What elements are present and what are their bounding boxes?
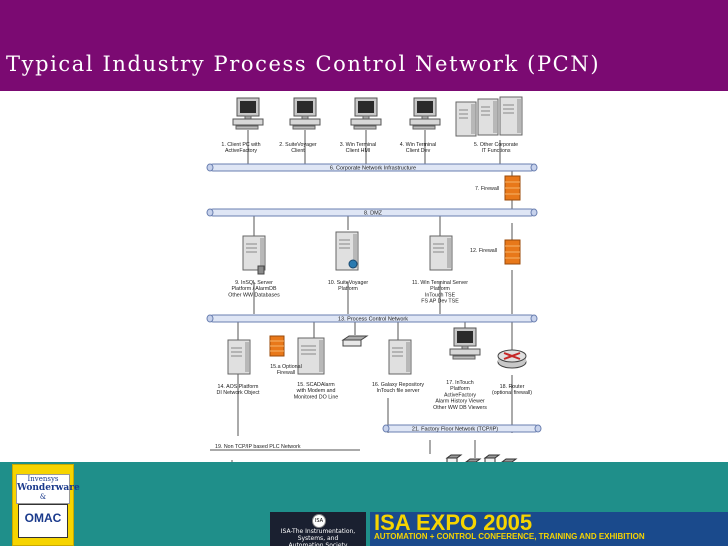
label-n18: (optional firewall): [492, 390, 532, 396]
label-n9: Other WW Databases: [228, 292, 280, 298]
label-n2: Client: [291, 148, 305, 154]
keyboard-icon: [452, 355, 476, 360]
server-side: [260, 238, 264, 268]
screen: [358, 101, 374, 113]
plc-top: [465, 458, 482, 462]
bus-end-cap: [206, 208, 214, 217]
bus-end-cap: [530, 163, 538, 172]
label-n17: Platform: [450, 386, 470, 392]
label-n14: 14. AOS Platform: [218, 384, 260, 390]
bus-label: 8. DMZ: [364, 211, 383, 217]
label-n4: Client Dev: [406, 148, 431, 154]
label-n14: DI Network Object: [217, 390, 261, 396]
label-n15: 15. SCADAlarm: [297, 382, 335, 388]
keyboard-icon: [353, 125, 377, 130]
title-banner: [0, 0, 728, 91]
server-icon: [499, 96, 523, 136]
network-busses: [206, 163, 542, 451]
keyboard-icon: [292, 125, 316, 130]
label-n15a: 15.a Optional: [270, 364, 302, 370]
bus-end-cap: [530, 314, 538, 323]
server-side: [471, 104, 475, 134]
network-diagram: 6. Corporate Network Infrastructure 8. DM…: [206, 96, 542, 462]
keyboard-icon: [235, 125, 259, 130]
bus-end-cap: [206, 163, 214, 172]
node-labels: 6. Corporate Network Infrastructure 8. DM…: [215, 142, 532, 450]
router-cross: [503, 352, 521, 360]
computer-base: [232, 118, 264, 126]
isa-expo-banner: [370, 512, 728, 546]
server-side: [245, 342, 249, 372]
label-n3: 3. Win Terminal: [340, 142, 376, 148]
label-n17: Other WW DB Viewers: [433, 405, 487, 411]
label-n15: Monitored DO Line: [294, 394, 339, 400]
computer-base: [449, 348, 481, 356]
modem-icon: [342, 339, 362, 347]
plc-top: [501, 458, 518, 462]
label-n5: 5. Other Corporate: [474, 142, 518, 148]
bus-end-cap: [530, 208, 538, 217]
label-n11: FS AP Dev TSE: [421, 299, 459, 305]
bus-label: 6. Corporate Network Infrastructure: [330, 166, 416, 172]
label-n9: 9. InSQL Server: [235, 280, 273, 286]
bus-end-cap: [382, 424, 390, 433]
label-n2: 2. SuiteVoyager: [279, 142, 317, 148]
bus-label: 13. Process Control Network: [338, 317, 408, 323]
label-n15: with Modem and: [297, 388, 336, 394]
database-icon: [257, 265, 265, 275]
label-n17: ActiveFactory: [444, 392, 476, 398]
label-n5: IT Functions: [481, 148, 510, 154]
label-n1: 1. Client PC with: [221, 142, 260, 148]
plc-icon: [446, 457, 458, 462]
label-n17: Alarm History Viewer: [435, 399, 485, 405]
computer-base: [350, 118, 382, 126]
label-n11: 11. Win Terminal Server: [412, 280, 468, 286]
label-n12: 12. Firewall: [470, 248, 497, 254]
modem-top: [341, 335, 369, 341]
plc-icon: [484, 457, 496, 462]
keyboard-icon: [412, 125, 436, 130]
server-side: [406, 342, 410, 372]
server-side: [517, 99, 521, 133]
label-n10: 10. SuiteVoyager: [328, 280, 369, 286]
slide-title: Typical Industry Process Control Network…: [6, 52, 601, 76]
computer-base: [409, 118, 441, 126]
isa-mark: ISA: [312, 514, 326, 528]
isa-expo-title: ISA EXPO 2005: [374, 510, 533, 535]
screen: [240, 101, 256, 113]
bus-end-cap: [206, 314, 214, 323]
label-n16: InTouch file server: [377, 388, 420, 394]
label-n18: 18. Router: [500, 384, 525, 390]
label-n10: Platform: [338, 286, 358, 292]
server-side: [447, 238, 451, 268]
bus-label: 21. Factory Floor Network (TCP/IP): [412, 427, 498, 433]
label-n3: Client HMI: [346, 148, 371, 154]
label-n4: 4. Win Terminal: [400, 142, 436, 148]
globe-icon: [348, 259, 358, 269]
screen: [417, 101, 433, 113]
omac-logo: OMAC: [18, 504, 68, 538]
label-n16: 16. Galaxy Repository: [372, 382, 424, 388]
server-side: [493, 101, 497, 133]
label-n11: InTouch TSE: [425, 292, 456, 298]
isa-expo-subtitle: AUTOMATION + CONTROL CONFERENCE, TRAININ…: [374, 532, 645, 541]
label-n1: ActiveFactory: [225, 148, 257, 154]
label-n9: Platform / AlarmDB: [231, 286, 277, 292]
bus-end-cap: [534, 424, 542, 433]
label-n17: 17. InTouch: [446, 380, 473, 386]
server-side: [353, 234, 357, 268]
label-n15a: Firewall: [277, 370, 295, 376]
label-n7: 7. Firewall: [475, 186, 499, 192]
screen: [297, 101, 313, 113]
label-n11: Platform: [430, 286, 450, 292]
screen: [457, 331, 473, 343]
network-devices: [227, 96, 527, 462]
wonderware-logo: Invensys Wonderware &: [16, 474, 80, 504]
computer-base: [289, 118, 321, 126]
server-side: [319, 340, 323, 372]
label-n19: 19. Non TCP/IP based PLC Network: [215, 444, 301, 450]
